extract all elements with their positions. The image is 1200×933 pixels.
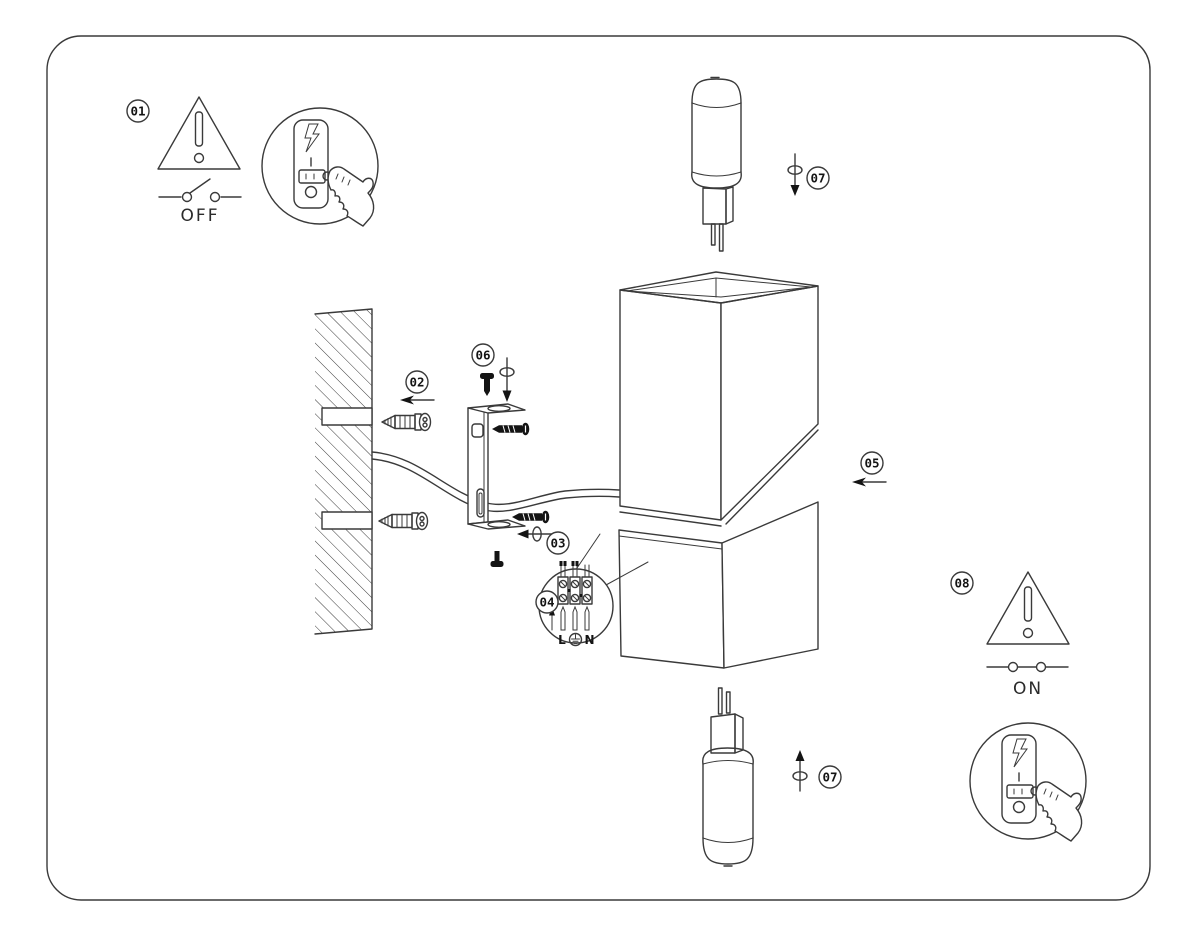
wall-hatch-icon xyxy=(315,309,372,634)
step-05-number: 05 xyxy=(864,456,879,471)
warning-triangle-icon xyxy=(986,571,1070,645)
earth-ground-icon xyxy=(568,632,583,647)
step-04-wiring: L N 04 xyxy=(535,533,649,647)
terminal-block-icon: L N xyxy=(549,561,595,647)
step-03-badge: 03 xyxy=(546,531,570,555)
step-01-number: 01 xyxy=(130,104,145,119)
bracket-slot xyxy=(476,488,485,518)
step-06-badge: 06 xyxy=(471,343,495,367)
wall-anchor-icon xyxy=(381,412,432,432)
wall-drill-hole-top xyxy=(321,407,373,426)
g9-bulb-top xyxy=(691,76,742,252)
step-07-bottom: 07 xyxy=(792,750,842,792)
step-01-badge: 01 xyxy=(126,99,150,123)
terminal-live-label: L xyxy=(558,633,566,647)
wall-anchor-icon xyxy=(378,511,429,531)
on-label: ON xyxy=(1013,679,1043,699)
step-05-badge: 05 xyxy=(860,451,884,475)
step-02-anchors: 02 xyxy=(378,370,435,531)
step-07-number: 07 xyxy=(822,770,837,785)
off-label: OFF xyxy=(181,206,220,226)
step-07-badge: 07 xyxy=(818,765,842,789)
rotation-screw-arrow-icon xyxy=(499,357,515,402)
g9-bulb-bottom xyxy=(702,687,754,867)
step-02-badge: 02 xyxy=(405,370,429,394)
direction-arrow-icon xyxy=(852,477,887,487)
lamp-body xyxy=(618,271,819,669)
step-01-power-off: 01 OFF xyxy=(126,96,379,227)
step-03-number: 03 xyxy=(550,536,565,551)
step-07-number: 07 xyxy=(810,171,825,186)
mounting-bracket xyxy=(467,403,526,530)
mounting-screw-icon xyxy=(511,510,550,524)
step-06-top-screw: 06 xyxy=(471,343,515,402)
press-switch-hand-icon xyxy=(261,107,379,227)
step-08-power-on: 08 ON xyxy=(950,571,1087,842)
warning-triangle-icon xyxy=(157,96,241,170)
press-switch-hand-icon xyxy=(969,722,1087,842)
mounting-screw-icon xyxy=(491,422,530,436)
terminal-neutral-label: N xyxy=(584,633,594,647)
mains-cable xyxy=(371,451,620,513)
step-03-bottom-screw: 03 xyxy=(490,526,570,567)
step-04-badge: 04 xyxy=(535,590,559,614)
direction-arrow-icon xyxy=(400,395,435,405)
step-07-top: 07 xyxy=(787,153,830,196)
rotation-screw-arrow-icon xyxy=(792,750,808,792)
step-07-badge: 07 xyxy=(806,166,830,190)
rotation-screw-arrow-icon xyxy=(787,153,803,196)
wall-drill-hole-bottom xyxy=(321,511,373,530)
sheet-border xyxy=(46,35,1151,901)
switch-open-icon xyxy=(158,178,242,203)
step-05-attach-body: 05 xyxy=(852,451,887,487)
wall-section xyxy=(314,308,373,635)
switch-closed-icon xyxy=(986,661,1069,673)
bracket-square-hole xyxy=(471,423,484,438)
step-08-badge: 08 xyxy=(950,571,974,595)
step-08-number: 08 xyxy=(954,576,969,591)
mounting-screw-icon xyxy=(480,373,494,396)
mounting-screw-icon xyxy=(490,551,504,567)
rotation-screw-arrow-icon xyxy=(517,526,553,542)
step-06-number: 06 xyxy=(475,348,490,363)
step-02-number: 02 xyxy=(409,375,424,390)
step-04-number: 04 xyxy=(539,595,554,610)
